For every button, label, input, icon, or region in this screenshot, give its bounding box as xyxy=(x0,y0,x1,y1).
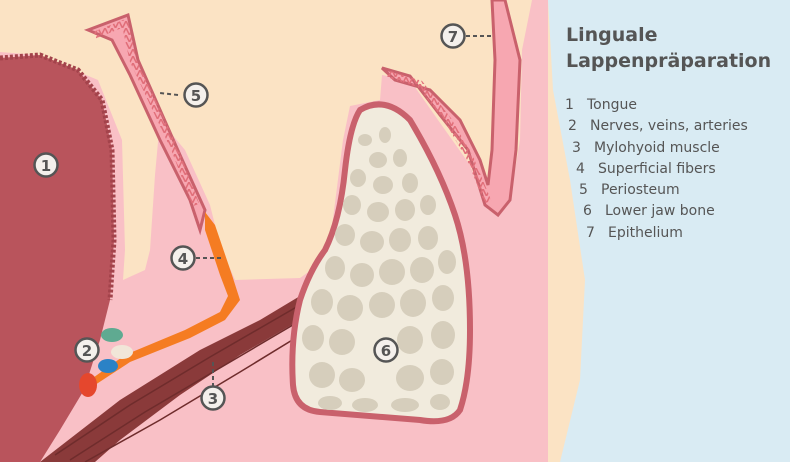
legend-number: 6 xyxy=(583,203,592,220)
svg-text:6: 6 xyxy=(381,342,391,360)
legend-item: 3 Mylohyoid muscle xyxy=(560,138,748,159)
legend-item: 1 Tongue xyxy=(560,95,748,116)
legend-label: Superficial fibers xyxy=(598,160,716,177)
legend-label: Periosteum xyxy=(601,182,680,199)
legend-item: 4 Superficial fibers xyxy=(560,159,748,180)
legend-label: Mylohyoid muscle xyxy=(594,139,720,156)
gingiva-left xyxy=(83,12,207,236)
epithelium-right-texture xyxy=(386,70,492,204)
svg-text:4: 4 xyxy=(178,250,188,268)
muscle-fibers xyxy=(54,304,326,462)
legend-item: 7 Epithelium xyxy=(560,223,748,244)
marker-6: 6 xyxy=(373,337,399,363)
vein-shape xyxy=(98,359,118,373)
legend-label: Nerves, veins, arteries xyxy=(590,118,748,135)
leader-5 xyxy=(159,92,179,96)
marker-7: 7 xyxy=(440,23,466,49)
svg-text:3: 3 xyxy=(208,390,218,408)
legend-label: Epithelium xyxy=(608,224,683,241)
title-line-1: Linguale xyxy=(566,24,658,46)
marker-1: 1 xyxy=(33,152,59,178)
marker-2: 2 xyxy=(74,337,100,363)
legend-number: 1 xyxy=(565,97,574,113)
svg-text:2: 2 xyxy=(82,342,92,360)
bone-pores xyxy=(302,127,456,412)
marker-3: 3 xyxy=(200,385,226,411)
legend-number: 7 xyxy=(586,224,595,241)
legend-number: 3 xyxy=(572,139,581,156)
legend-number: 5 xyxy=(579,182,588,199)
artery-shape xyxy=(79,373,97,397)
legend-number: 2 xyxy=(568,118,577,135)
nerve-shape xyxy=(101,328,123,342)
epithelium-left-texture xyxy=(93,18,200,207)
marker-4: 4 xyxy=(170,245,196,271)
legend: 1 Tongue 2 Nerves, veins, arteries 3 Mylohy… xyxy=(560,95,748,244)
legend-number: 4 xyxy=(576,160,585,177)
svg-text:7: 7 xyxy=(448,28,458,46)
side-panel xyxy=(548,0,790,462)
legend-item: 5 Periosteum xyxy=(560,180,748,201)
legend-item: 6 Lower jaw bone xyxy=(560,201,748,222)
tongue-papillae xyxy=(0,52,117,301)
legend-item: 2 Nerves, veins, arteries xyxy=(560,116,748,137)
diagram-title: Linguale Lappenpräparation xyxy=(566,22,771,74)
marker-5: 5 xyxy=(183,82,209,108)
title-line-2: Lappenpräparation xyxy=(566,50,772,72)
legend-label: Tongue xyxy=(587,97,637,113)
legend-label: Lower jaw bone xyxy=(605,203,715,220)
vein-light-shape xyxy=(111,345,133,359)
svg-text:1: 1 xyxy=(41,157,51,175)
svg-text:5: 5 xyxy=(191,87,201,105)
